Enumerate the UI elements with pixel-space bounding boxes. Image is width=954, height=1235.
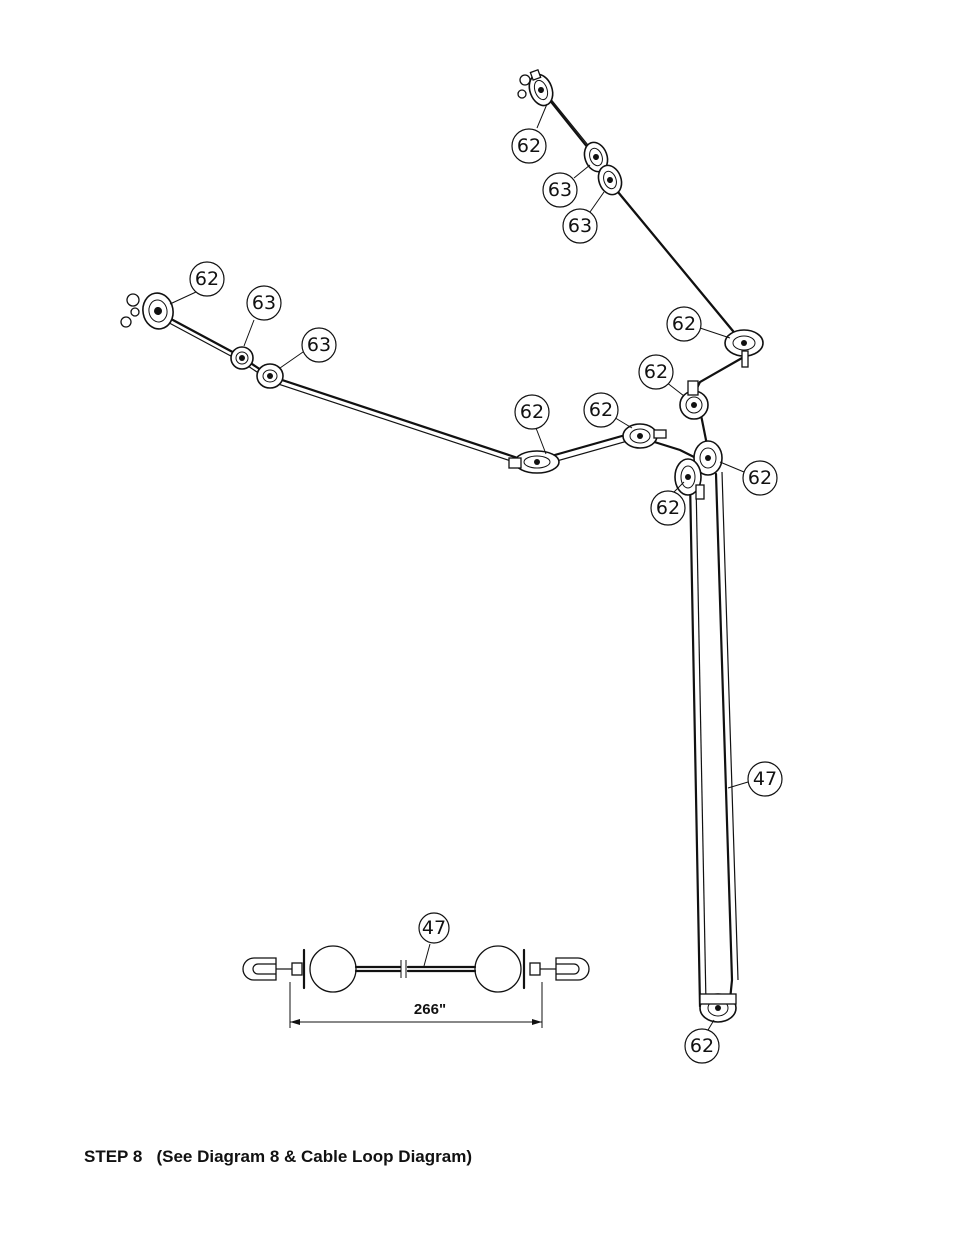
pulley: [230, 346, 254, 370]
pulley: [583, 141, 609, 173]
callout-62: 62: [514, 394, 550, 455]
callout-62: 62: [719, 460, 778, 496]
callout-62: 62: [650, 481, 686, 526]
callout-47: 47: [727, 761, 783, 797]
pulley: [142, 292, 174, 330]
cable-length-dimension: 266": [414, 1001, 446, 1018]
svg-text:62: 62: [672, 313, 696, 335]
pulley: [622, 423, 667, 449]
callout-62: 62: [684, 1019, 720, 1064]
svg-text:62: 62: [690, 1035, 714, 1057]
svg-text:47: 47: [753, 768, 777, 790]
svg-text:63: 63: [307, 334, 331, 356]
pulley: [679, 380, 709, 420]
callout-62: 62: [169, 261, 225, 305]
cable-run: [156, 86, 747, 1014]
step-instruction: (See Diagram 8 & Cable Loop Diagram): [156, 1147, 472, 1166]
cable-end-fitting: [120, 293, 140, 328]
pulley-assembly: [120, 69, 764, 1023]
callout-62: 62: [666, 306, 731, 342]
callout-62: 62: [511, 103, 548, 164]
svg-text:62: 62: [644, 361, 668, 383]
pulley: [674, 458, 705, 500]
callout-63: 63: [279, 327, 337, 369]
step-number: STEP 8: [84, 1147, 143, 1166]
svg-text:62: 62: [656, 497, 680, 519]
callout-63: 63: [542, 164, 591, 208]
svg-text:62: 62: [195, 268, 219, 290]
callout-63: 63: [562, 191, 605, 244]
pulley: [508, 450, 560, 474]
svg-text:62: 62: [517, 135, 541, 157]
svg-text:62: 62: [589, 399, 613, 421]
svg-text:63: 63: [252, 292, 276, 314]
callout-62: 62: [583, 392, 633, 429]
pulley: [256, 363, 284, 389]
pulley: [724, 329, 764, 368]
pulley: [693, 440, 723, 476]
step-caption: STEP 8 (See Diagram 8 & Cable Loop Diagr…: [84, 1147, 472, 1167]
pulley: [699, 993, 737, 1023]
cable-loop-part: 47: [422, 917, 446, 939]
svg-text:63: 63: [548, 179, 572, 201]
cable-end-fitting: [517, 74, 531, 99]
callout-63: 63: [243, 285, 282, 347]
svg-text:62: 62: [748, 467, 772, 489]
svg-text:63: 63: [568, 215, 592, 237]
pulley: [528, 69, 554, 107]
callout-62: 62: [638, 354, 685, 397]
cable-loop-detail: 47 266": [242, 912, 590, 1028]
pulley: [597, 164, 623, 196]
callouts: 62 63 63 62 63 63 62: [169, 103, 783, 1064]
svg-text:62: 62: [520, 401, 544, 423]
